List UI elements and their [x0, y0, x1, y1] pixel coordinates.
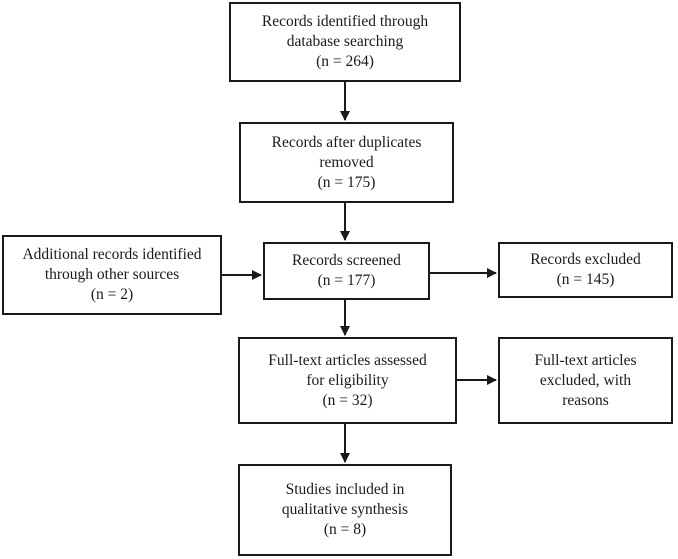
additional-records-line2: through other sources — [44, 266, 180, 283]
studies-included-line2: qualitative synthesis — [281, 501, 409, 518]
records-excluded-box: Records excluded (n = 145) — [498, 242, 673, 298]
studies-included-box: Studies included in qualitative synthesi… — [238, 464, 452, 556]
fulltext-assessed-line2: for eligibility — [306, 371, 389, 389]
fulltext-excluded-line3: reasons — [562, 391, 609, 409]
studies-included-line1: Studies included in — [285, 481, 405, 498]
records-identified-count: (n = 264) — [316, 53, 374, 70]
duplicates-removed-box: Records after duplicates removed (n = 17… — [239, 122, 454, 203]
records-identified-line1: Records identified through — [261, 13, 429, 30]
fulltext-assessed-count: (n = 32) — [322, 391, 373, 409]
additional-records-line1: Additional records identified — [22, 246, 202, 263]
additional-records-box: Additional records identified through ot… — [2, 235, 222, 315]
duplicates-removed-line2: removed — [319, 153, 374, 171]
records-excluded-line1: Records excluded — [530, 251, 641, 268]
fulltext-assessed-line1: Full-text articles assessed — [268, 351, 427, 369]
records-screened-count: (n = 177) — [317, 272, 376, 289]
records-excluded-count: (n = 145) — [556, 271, 615, 288]
records-identified-line2: database searching — [286, 33, 404, 50]
fulltext-excluded-line1: Full-text articles — [534, 351, 637, 369]
fulltext-excluded-line2: excluded, with — [539, 371, 632, 389]
fulltext-excluded-box: Full-text articles excluded, with reason… — [498, 337, 673, 424]
records-identified-box: Records identified through database sear… — [229, 2, 461, 82]
fulltext-assessed-box: Full-text articles assessed for eligibil… — [238, 337, 457, 424]
studies-included-count: (n = 8) — [323, 521, 367, 538]
duplicates-removed-line1: Records after duplicates — [271, 133, 422, 151]
additional-records-count: (n = 2) — [90, 286, 134, 303]
duplicates-removed-count: (n = 175) — [317, 173, 376, 191]
records-screened-box: Records screened (n = 177) — [263, 242, 430, 300]
records-screened-line1: Records screened — [292, 252, 401, 269]
